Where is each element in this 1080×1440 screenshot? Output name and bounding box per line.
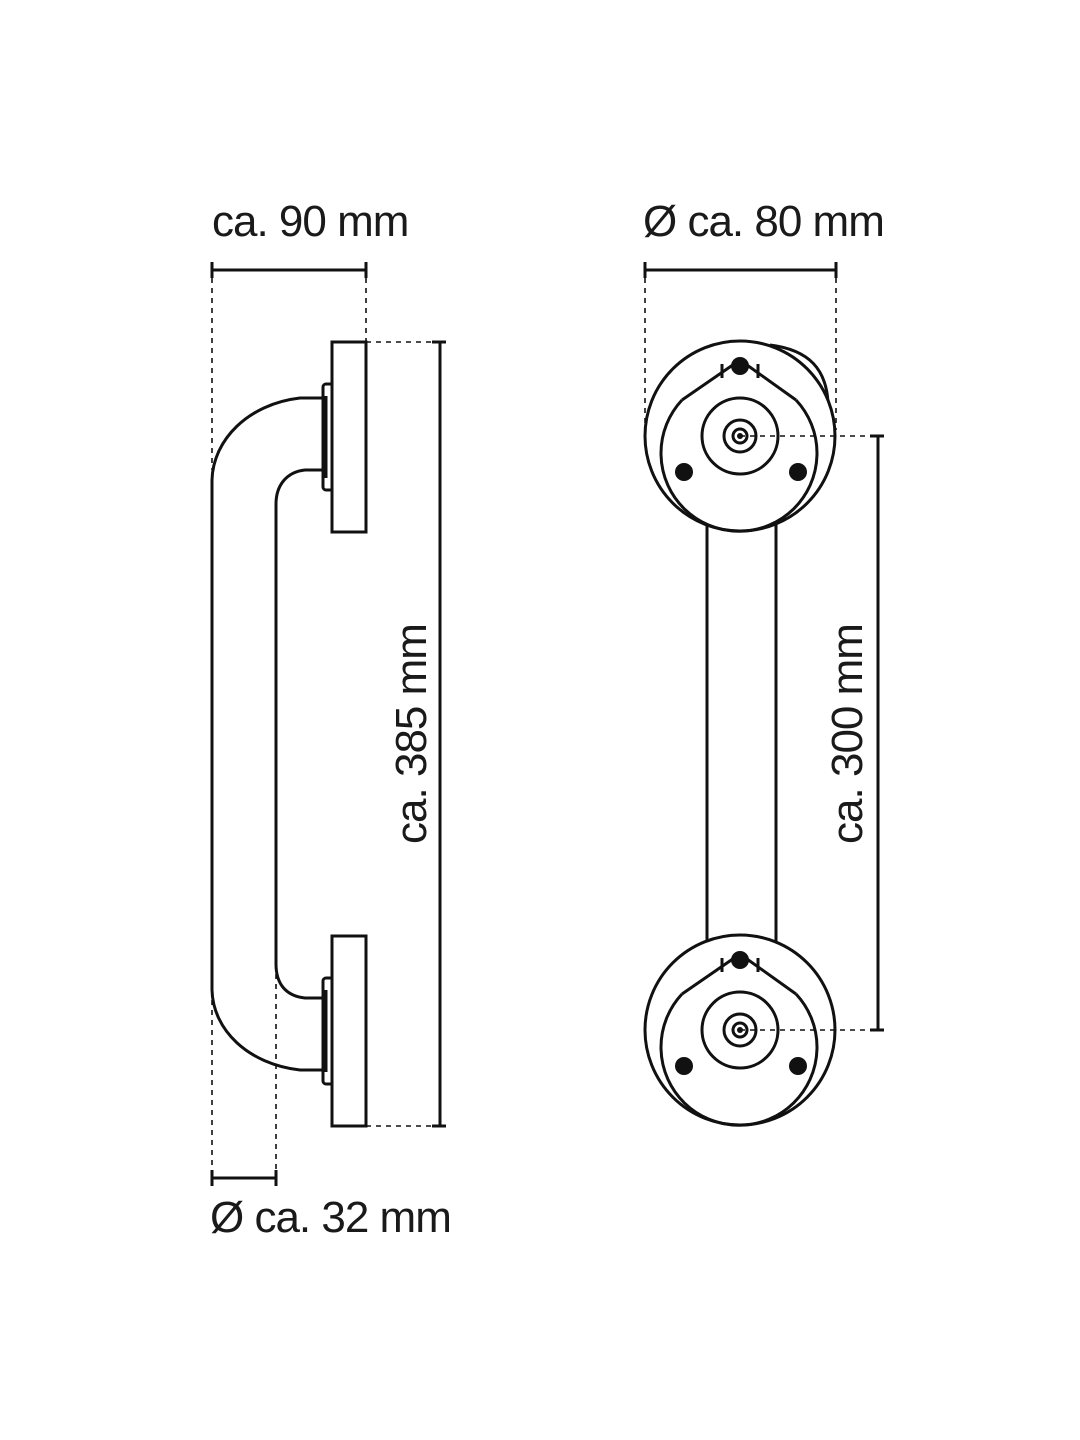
screw-hole-icon <box>789 1057 807 1075</box>
height-dimension-line <box>366 340 446 1128</box>
rosette-diameter-label: Ø ca. 80 mm <box>643 197 884 246</box>
hole-spacing-label: ca. 300 mm <box>823 624 872 844</box>
bottom-wall-plate <box>330 934 368 1128</box>
tube-diameter-label: Ø ca. 32 mm <box>210 1193 451 1242</box>
front-view: Ø ca. 80 mm <box>643 197 885 1127</box>
rosette-diameter-dimension-line <box>643 262 838 430</box>
screw-hole-icon <box>789 463 807 481</box>
tube-diameter-dimension-line <box>210 964 278 1186</box>
side-width-label: ca. 90 mm <box>212 197 408 246</box>
screw-hole-icon <box>731 357 749 375</box>
hole-spacing-dimension-line <box>740 434 884 1032</box>
screw-hole-icon <box>731 951 749 969</box>
width-dimension-line <box>210 262 368 470</box>
side-view: ca. 90 mm ca. 385 mm <box>210 197 452 1242</box>
top-wall-plate <box>330 340 368 534</box>
screw-hole-icon <box>675 463 693 481</box>
side-height-label: ca. 385 mm <box>387 624 436 844</box>
screw-hole-icon <box>675 1057 693 1075</box>
bar-front-profile <box>705 520 778 948</box>
bar-side-profile <box>210 396 323 1072</box>
